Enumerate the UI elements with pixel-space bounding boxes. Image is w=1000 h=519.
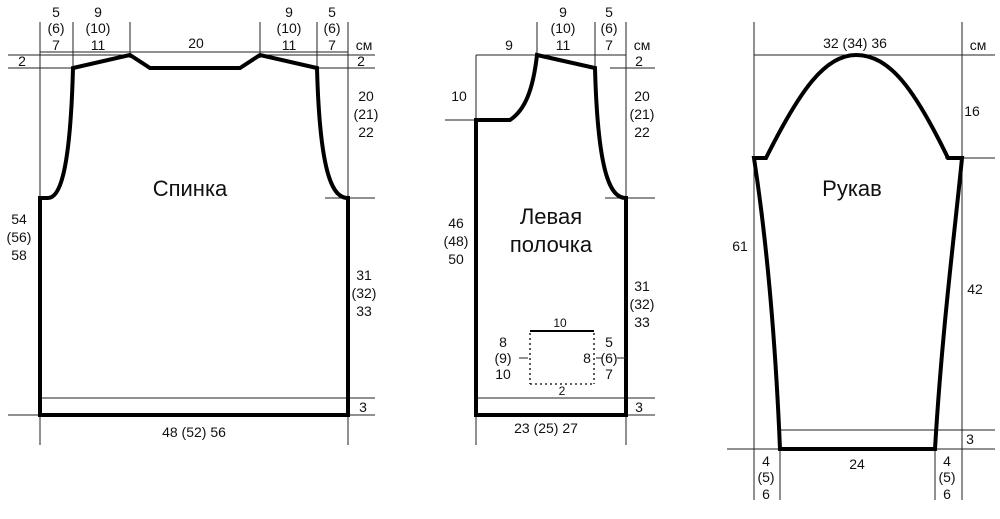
svg-text:31: 31	[634, 278, 650, 294]
pocket-left-height-2: (9)	[494, 350, 511, 366]
svg-text:11: 11	[91, 37, 106, 53]
svg-text:6: 6	[762, 486, 770, 502]
svg-text:11: 11	[556, 37, 571, 53]
svg-text:(5): (5)	[757, 469, 774, 485]
sleeve-title: Рукав	[822, 176, 882, 201]
svg-text:6: 6	[943, 486, 951, 502]
svg-text:11: 11	[282, 37, 297, 53]
pocket-left-height-3: 10	[495, 366, 511, 382]
svg-text:(10): (10)	[551, 20, 576, 36]
svg-text:5: 5	[605, 4, 613, 20]
svg-text:50: 50	[448, 251, 464, 267]
back-guide-lines	[8, 22, 375, 445]
svg-text:7: 7	[328, 37, 336, 53]
pocket-right-height-1: 5	[605, 334, 613, 350]
svg-text:22: 22	[634, 124, 650, 140]
back-side-height: 31 (32) 33	[352, 267, 377, 319]
svg-text:(10): (10)	[86, 20, 111, 36]
sleeve-unit: см	[970, 37, 987, 53]
sleeve-outline	[751, 52, 965, 451]
front-bottom-width: 23 (25) 27	[514, 420, 578, 436]
svg-text:22: 22	[358, 124, 374, 140]
back-armhole-height: 20 (21) 22	[354, 88, 379, 140]
svg-text:9: 9	[285, 4, 293, 20]
svg-text:(6): (6)	[600, 20, 617, 36]
pocket-right-height-3: 7	[605, 366, 613, 382]
svg-text:(10): (10)	[277, 20, 302, 36]
svg-text:4: 4	[762, 453, 770, 469]
sleeve-right-taper: 4 (5) 6	[938, 453, 955, 502]
sleeve-cap-height: 16	[964, 103, 980, 119]
front-unit: см	[634, 37, 651, 53]
svg-text:33: 33	[356, 303, 372, 319]
back-top-width-1: 5 (6) 7	[47, 4, 64, 53]
back-title: Спинка	[153, 176, 228, 201]
svg-text:4: 4	[943, 453, 951, 469]
svg-text:9: 9	[559, 4, 567, 20]
front-shoulder-width: 9 (10) 11	[551, 4, 576, 53]
svg-text:46: 46	[448, 215, 464, 231]
sleeve-side-height: 42	[967, 281, 983, 297]
svg-text:20: 20	[358, 88, 374, 104]
front-title-line2: полочка	[510, 232, 593, 257]
svg-text:31: 31	[356, 267, 372, 283]
pocket-bottom-width: 2	[559, 384, 566, 398]
svg-text:(6): (6)	[47, 20, 64, 36]
pocket-right-height-2: (6)	[600, 350, 617, 366]
back-bottom-width: 48 (52) 56	[162, 424, 226, 440]
front-piece: Левая полочка 9 9 (10) 11 5 (6) 7 см 2 1…	[444, 4, 655, 445]
svg-text:54: 54	[11, 211, 27, 227]
front-neck-width: 9	[505, 37, 513, 53]
svg-text:(21): (21)	[354, 106, 379, 122]
svg-text:9: 9	[94, 4, 102, 20]
sleeve-bottom-width: 24	[849, 456, 865, 472]
back-unit: см	[356, 37, 373, 53]
pocket-left-height-1: 8	[499, 334, 507, 350]
front-pocket: 10 2 8 (9) 10 8 5 (6) 7	[494, 316, 626, 398]
svg-text:(6): (6)	[323, 20, 340, 36]
svg-text:(48): (48)	[444, 233, 469, 249]
svg-text:7: 7	[605, 37, 613, 53]
svg-text:5: 5	[52, 4, 60, 20]
front-total-height: 46 (48) 50	[444, 215, 469, 267]
front-shoulder-drop: 2	[635, 53, 643, 69]
svg-text:7: 7	[52, 37, 60, 53]
svg-text:58: 58	[11, 247, 27, 263]
front-side-height: 31 (32) 33	[630, 278, 655, 330]
sleeve-piece: Рукав 32 (34) 36 см 16 61 42 3 24 4 (5) …	[727, 22, 995, 502]
front-neck-depth: 10	[451, 88, 467, 104]
back-top-width-2: 9 (10) 11	[86, 4, 111, 53]
back-neck-width: 20	[188, 35, 204, 51]
back-top-width-5: 5 (6) 7	[323, 4, 340, 53]
back-top-width-4: 9 (10) 11	[277, 4, 302, 53]
pocket-top-width: 10	[553, 316, 567, 330]
svg-text:5: 5	[328, 4, 336, 20]
svg-text:(32): (32)	[630, 296, 655, 312]
svg-text:33: 33	[634, 314, 650, 330]
svg-text:(32): (32)	[352, 285, 377, 301]
sleeve-cuff: 3	[966, 431, 974, 447]
pocket-right-inner: 8	[583, 350, 591, 366]
svg-text:20: 20	[634, 88, 650, 104]
back-outline	[38, 52, 350, 417]
sleeve-top-width: 32 (34) 36	[823, 35, 887, 51]
back-total-height: 54 (56) 58	[7, 211, 32, 263]
front-shoulder-drop-width: 5 (6) 7	[600, 4, 617, 53]
front-title-line1: Левая	[520, 204, 582, 229]
back-piece: Спинка 5 (6) 7 9 (10) 11 20 9 (10) 11 5 …	[7, 4, 379, 445]
back-hem: 3	[359, 399, 367, 415]
sleeve-left-taper: 4 (5) 6	[757, 453, 774, 502]
svg-text:(56): (56)	[7, 229, 32, 245]
svg-text:(21): (21)	[630, 106, 655, 122]
sleeve-total-height: 61	[732, 238, 748, 254]
svg-text:(5): (5)	[938, 469, 955, 485]
front-outline	[474, 52, 628, 417]
front-armhole-height: 20 (21) 22	[630, 88, 655, 140]
front-hem: 3	[635, 399, 643, 415]
back-shoulder-drop-left: 2	[18, 53, 26, 69]
back-shoulder-drop-right: 2	[357, 53, 365, 69]
